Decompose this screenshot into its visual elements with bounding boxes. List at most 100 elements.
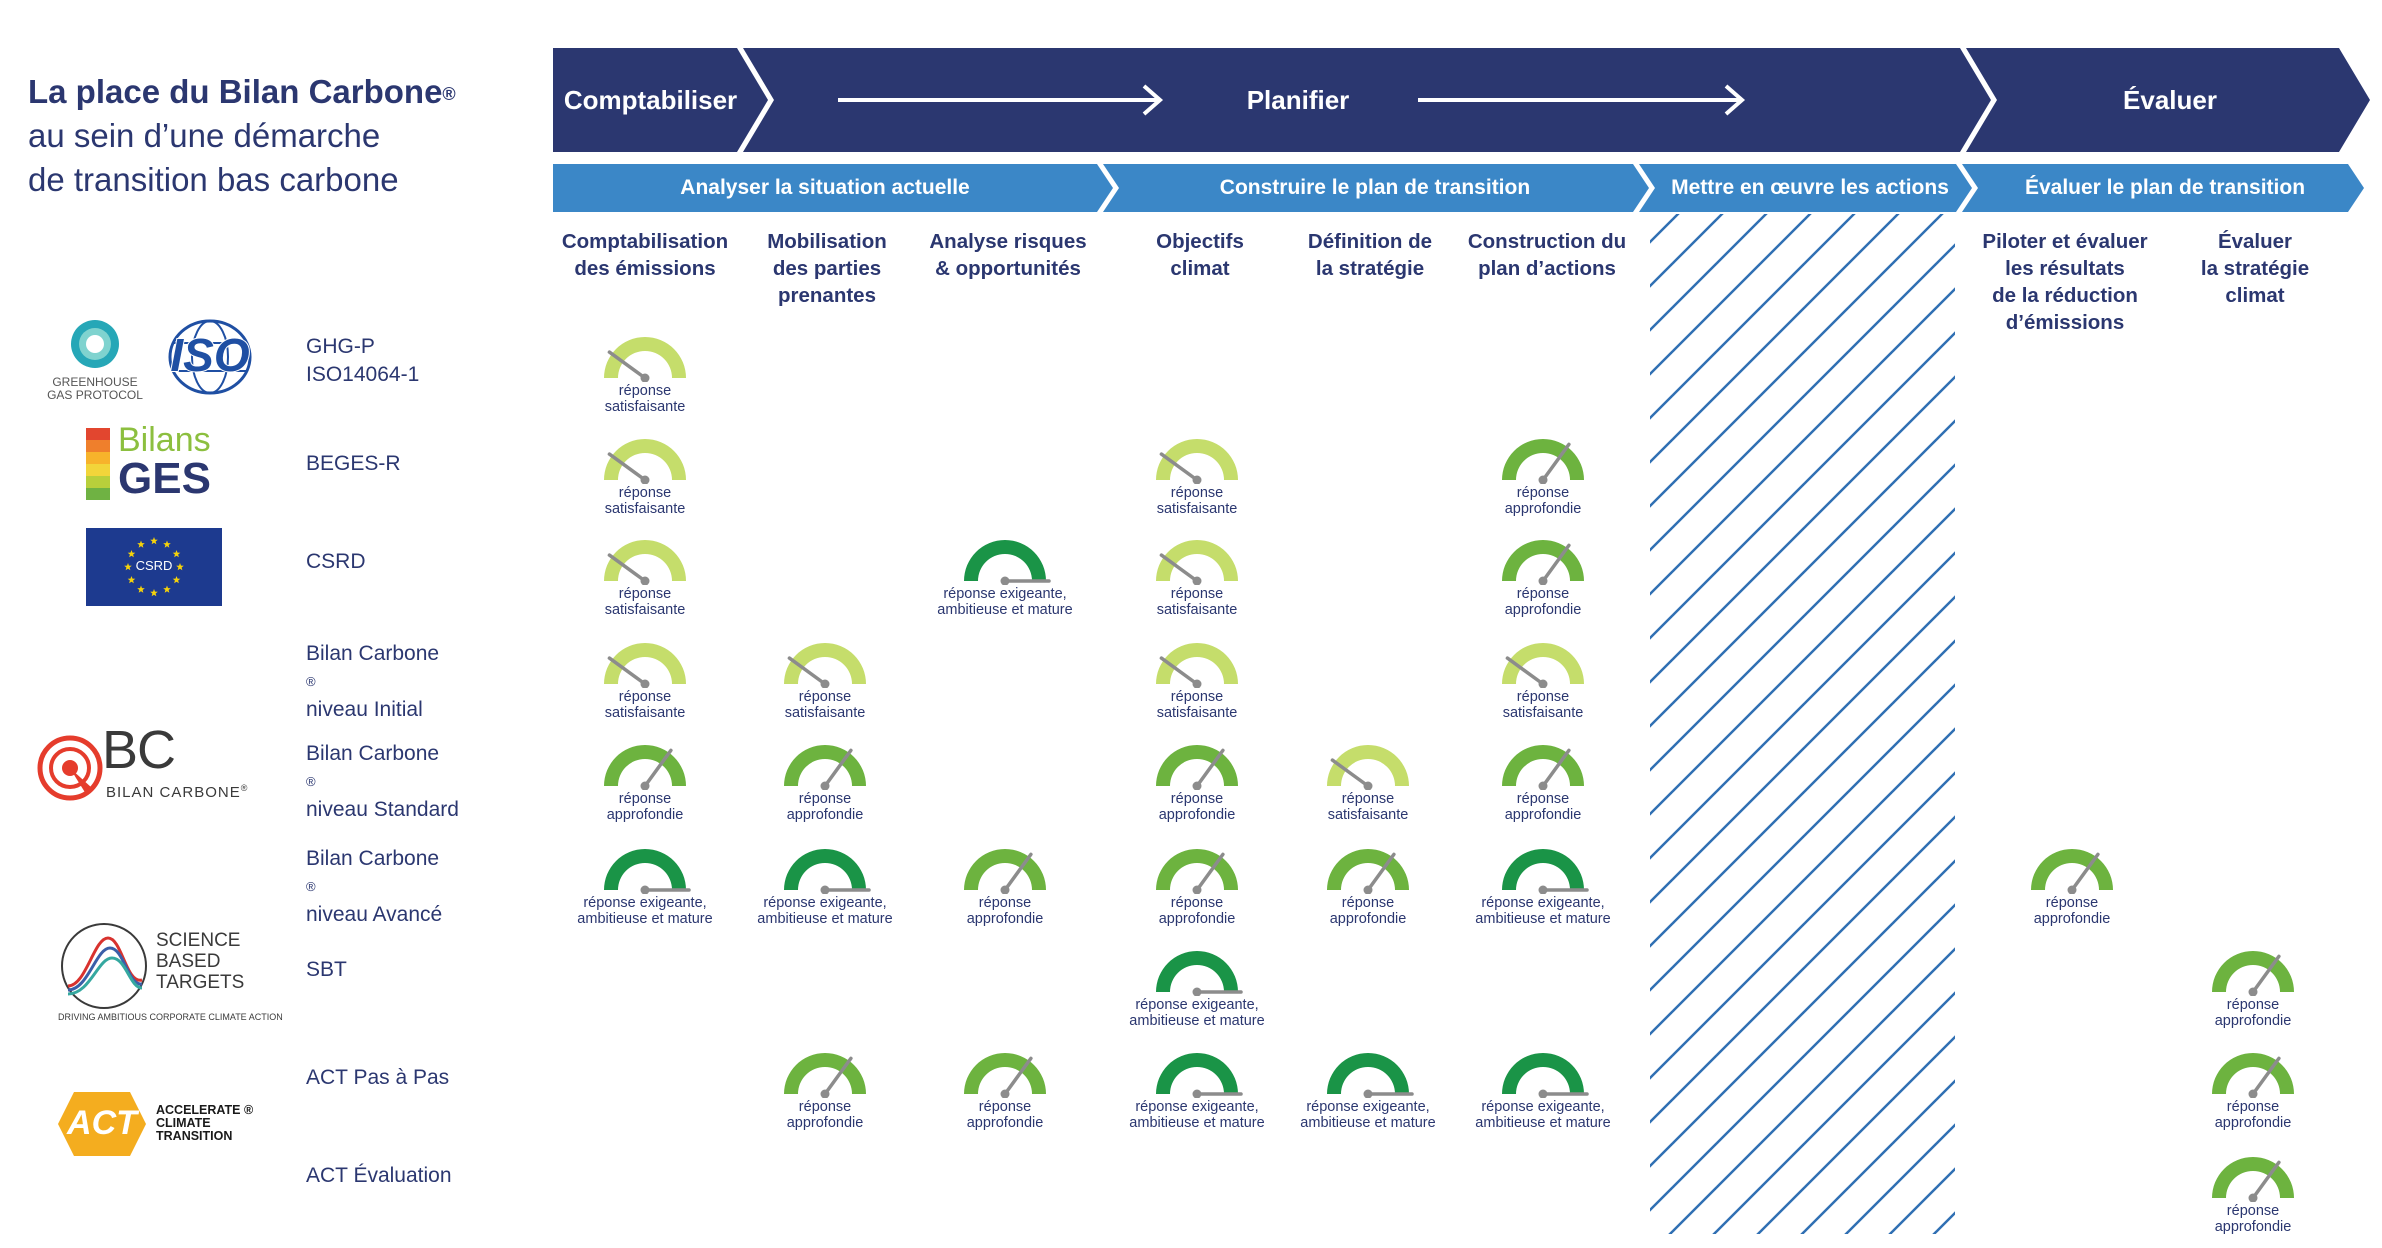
gauge-needle [823,1056,853,1096]
act-wordmark: ACT [67,1104,137,1142]
gauge-caption-line: réponse [1341,791,1395,807]
act-hexagon-icon [58,1092,146,1156]
gauge-hub [1363,781,1373,790]
gauge-hub [640,475,650,484]
gauge-dial [2212,1053,2294,1098]
eu-star [127,576,136,584]
gauge-caption-line: satisfaisante [1156,501,1238,517]
phase-label-planifier: Planifier [1246,85,1350,115]
gauge-dial [1156,745,1238,790]
gauge-caption-line: réponse [618,383,672,399]
gauge-dial [1327,1053,1414,1098]
gauge-dial [604,337,686,382]
gauge-caption-line: satisfaisante [784,705,866,721]
arrow-head-2 [1724,84,1746,116]
stage-chevron-mettre [1639,164,1972,212]
gauge-arc [784,745,866,786]
gauge-arc [604,540,686,581]
gauge-arc [964,1053,1046,1094]
arrow-head-1 [1142,84,1164,116]
gauge-arc [964,849,1046,890]
gauge-hub [2248,1089,2258,1098]
gauge-caption-line: approfondie [2214,1219,2292,1235]
gauge-dial [1156,540,1238,585]
gauge-caption-line: approfondie [2214,1013,2292,1029]
gauge-caption: réponse exigeante,ambitieuse et mature [1097,997,1297,1029]
gauge-needle [823,748,853,788]
title-line-1: La place du Bilan Carbone [28,73,443,110]
eu-star [127,550,136,558]
gauge-caption-line: réponse exigeante, [583,895,707,911]
gauge-caption-line: ambitieuse et mature [937,602,1073,618]
gauge-dial [1156,1053,1243,1098]
gauge-arc [784,849,866,890]
gauge-caption-line: approfondie [1158,807,1236,823]
gauge-caption-line: réponse [2226,997,2280,1013]
gauge-dial [964,849,1046,894]
gauge-hub [1192,1089,1202,1098]
gauge-caption-line: réponse [1170,791,1224,807]
gauge-arc [784,643,866,684]
stage-label-mettre: Mettre en œuvre les actions [1671,176,1949,199]
stage-label-evaluer: Évaluer le plan de transition [2024,176,2306,199]
gauge-hub [820,679,830,688]
gauge-arc [604,643,686,684]
gauge-hub [640,576,650,585]
gauge-arc [1156,1053,1238,1094]
gauge-caption-line: approfondie [786,807,864,823]
gauge-dial [2212,1157,2294,1202]
gauge-caption-line: approfondie [1329,911,1407,927]
gauge-caption-line: réponse [1341,895,1395,911]
gauge-needle [1003,1056,1033,1096]
phase-chevron-planifier [743,48,1991,152]
gauge-caption-line: approfondie [966,911,1044,927]
gauge-dial [1502,540,1584,585]
gauge-caption-line: satisfaisante [1156,602,1238,618]
gauge-needle [1159,553,1199,583]
gauge-hub [1538,781,1548,790]
bilans-ges-color-bars [86,428,110,500]
gauge-caption-line: réponse [2226,1203,2280,1219]
gauge-e: réponse exigeante,ambitieuse et mature [1268,1046,1468,1131]
registered-mark: ® [442,84,456,104]
phase-chevron-evaluer [1966,48,2370,152]
gauge-hub [1538,475,1548,484]
gauge-dial [2031,849,2113,894]
gauge-arc [1156,540,1238,581]
gauge-needle [2251,954,2281,994]
gauge-dial [964,1053,1046,1098]
gauge-dial [1327,849,1409,894]
gauge-caption-line: réponse exigeante, [763,895,887,911]
eu-star [124,563,132,571]
gauge-dial [1502,439,1584,484]
gauge-hub [1192,679,1202,688]
gauge-needle [1366,852,1396,892]
gauge-caption-line: réponse [798,791,852,807]
gauge-caption-line: réponse exigeante, [1135,1099,1259,1115]
gauge-hub [1192,885,1202,894]
gauge-needle [1159,452,1199,482]
row-label-act-pas-a-pas: ACT Pas à Pas [306,1066,450,1089]
gauge-caption-line: approfondie [966,1115,1044,1131]
phase-label-evaluer: Évaluer [2123,85,2217,115]
sbt-logo-mark [61,923,147,1009]
gauge-caption-line: réponse [1170,485,1224,501]
row-label-beges: BEGES-R [306,452,401,475]
